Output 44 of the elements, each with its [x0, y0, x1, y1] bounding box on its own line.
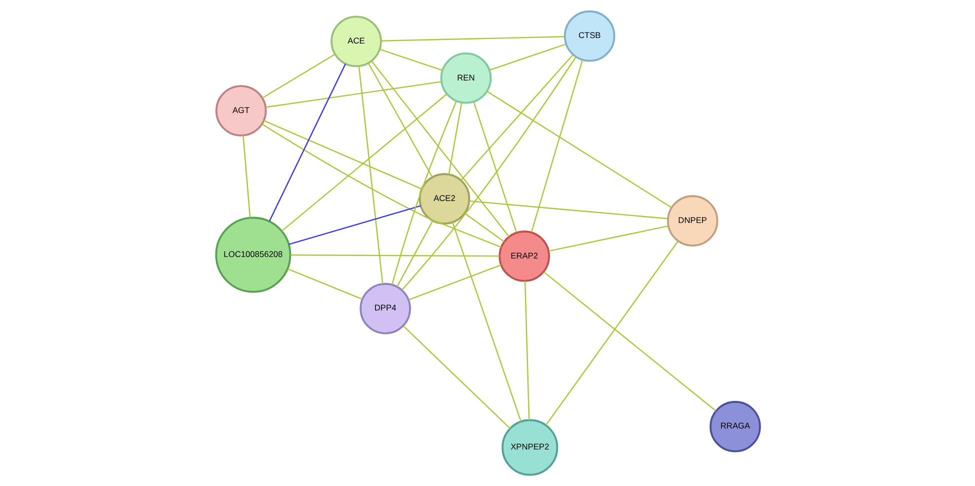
connector	[262, 54, 335, 98]
connector	[524, 280, 530, 420]
connector	[370, 60, 510, 238]
connector	[486, 90, 672, 208]
node-circle: ACE	[330, 16, 382, 68]
connector	[358, 66, 383, 284]
connector	[290, 254, 499, 257]
connector	[242, 135, 250, 218]
connector	[261, 124, 502, 248]
connector	[448, 102, 462, 175]
connector	[396, 220, 433, 287]
connector	[402, 325, 510, 430]
connector	[281, 94, 447, 232]
connector	[548, 225, 668, 252]
node-circle: DPP4	[359, 282, 410, 334]
connector	[451, 222, 522, 422]
connector	[472, 102, 517, 233]
node-circle: DNPEP	[666, 195, 718, 246]
connector	[287, 268, 362, 300]
node-circle: AGT	[214, 85, 266, 136]
connector	[367, 62, 432, 178]
connector	[542, 271, 716, 412]
node-circle: REN	[440, 52, 492, 104]
node-circle: CTSB	[563, 10, 615, 62]
connector	[288, 205, 420, 245]
node-circle: ERAP2	[498, 230, 550, 282]
connector	[464, 212, 504, 242]
node-circle: XPNPEP2	[501, 419, 558, 476]
node-circle: LOC100856208	[214, 216, 291, 293]
connector	[460, 54, 573, 181]
connector	[400, 56, 576, 290]
connector	[488, 43, 566, 71]
connector	[468, 200, 668, 220]
connector	[390, 100, 456, 285]
connector	[530, 60, 583, 232]
connector	[263, 120, 422, 190]
connector	[408, 264, 501, 300]
connector	[544, 240, 678, 426]
connector	[379, 48, 442, 71]
node-circle: RRAGA	[709, 400, 760, 452]
connector	[268, 64, 346, 222]
connector	[380, 36, 564, 42]
connector	[264, 81, 442, 108]
node-circle: ACE2	[418, 173, 470, 224]
